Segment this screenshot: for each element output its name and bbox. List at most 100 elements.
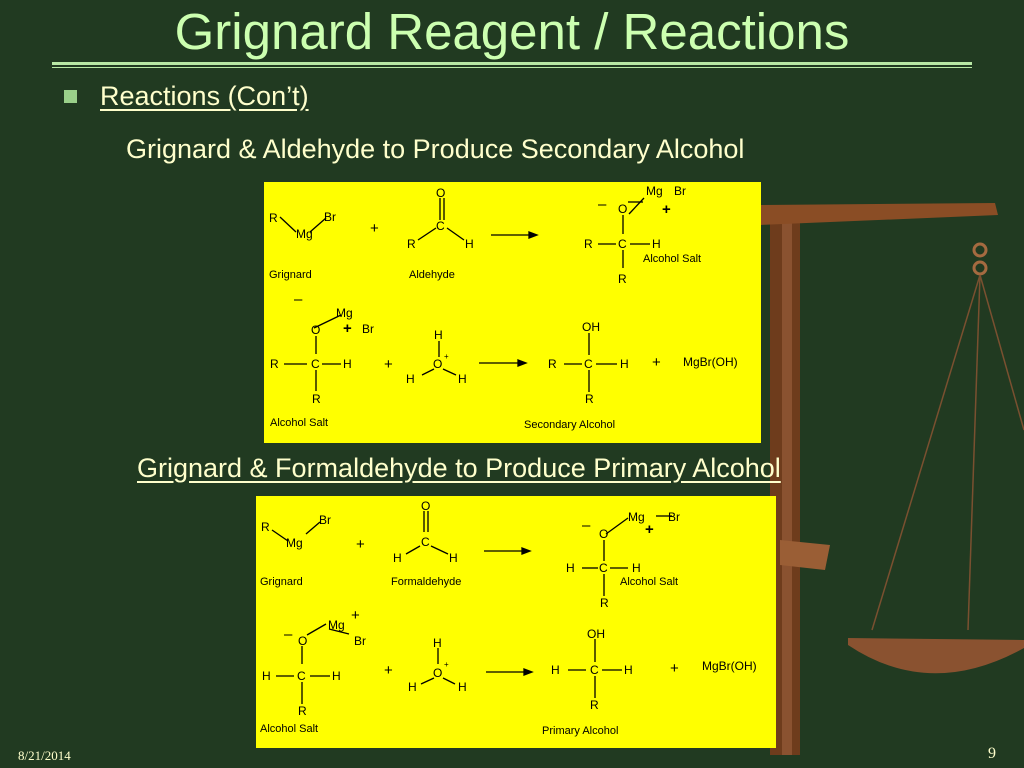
atom-br: Br bbox=[324, 210, 336, 224]
byproduct-mgbroh: MgBr(OH) bbox=[683, 355, 738, 369]
minus-sign: – bbox=[294, 291, 303, 308]
atom-o: O bbox=[599, 527, 608, 541]
atom-o: O bbox=[421, 499, 430, 513]
atom-br: Br bbox=[362, 322, 374, 336]
atom-r: R bbox=[548, 357, 557, 371]
atom-r: R bbox=[584, 237, 593, 251]
atom-br: Br bbox=[354, 634, 366, 648]
atom-h: H bbox=[458, 372, 467, 386]
atom-r: R bbox=[269, 211, 278, 225]
atom-h: H bbox=[434, 328, 443, 342]
atom-mg: Mg bbox=[646, 184, 663, 198]
label-formaldehyde: Formaldehyde bbox=[391, 576, 461, 588]
atom-h: H bbox=[551, 663, 560, 677]
plus-sign: + bbox=[370, 220, 379, 237]
atom-h: H bbox=[262, 669, 271, 683]
plus-sign: + bbox=[384, 662, 393, 679]
plus-sign: + bbox=[652, 354, 661, 371]
title-divider bbox=[52, 62, 972, 65]
label-alcohol-salt: Alcohol Salt bbox=[643, 253, 701, 265]
atom-h: H bbox=[343, 357, 352, 371]
charge-plus: + bbox=[444, 352, 449, 361]
charge-plus: + bbox=[444, 660, 449, 669]
minus-sign: – bbox=[598, 196, 607, 213]
scale-pan bbox=[848, 638, 1024, 674]
atom-o: O bbox=[433, 666, 442, 680]
slide-title: Grignard Reagent / Reactions bbox=[174, 3, 850, 60]
title-divider-thin bbox=[52, 67, 972, 68]
minus-sign: – bbox=[284, 626, 293, 643]
plus-sign: + bbox=[662, 201, 671, 218]
plus-sign: + bbox=[351, 607, 360, 624]
atom-o: O bbox=[298, 634, 307, 648]
atom-r: R bbox=[600, 596, 609, 610]
label-secondary-alcohol: Secondary Alcohol bbox=[524, 419, 615, 431]
atom-oh: OH bbox=[587, 627, 605, 641]
atom-o: O bbox=[436, 186, 445, 200]
reaction-panel-formaldehyde: R Mg Br + O C H H Grignard Formaldehyde … bbox=[256, 496, 776, 748]
atom-r: R bbox=[270, 357, 279, 371]
atom-h: H bbox=[449, 551, 458, 565]
atom-h: H bbox=[566, 561, 575, 575]
atom-h: H bbox=[465, 237, 474, 251]
slide-date: 8/21/2014 bbox=[18, 748, 71, 763]
atom-r: R bbox=[407, 237, 416, 251]
atom-h: H bbox=[332, 669, 341, 683]
label-grignard: Grignard bbox=[269, 269, 312, 281]
label-alcohol-salt: Alcohol Salt bbox=[270, 417, 328, 429]
plus-sign: + bbox=[343, 320, 352, 337]
atom-mg: Mg bbox=[328, 618, 345, 632]
atom-h: H bbox=[408, 680, 417, 694]
atom-oh: OH bbox=[582, 320, 600, 334]
atom-h: H bbox=[632, 561, 641, 575]
atom-c: C bbox=[599, 561, 608, 575]
atom-r: R bbox=[618, 272, 627, 286]
label-grignard: Grignard bbox=[260, 576, 303, 588]
bullet-reactions-link[interactable]: Reactions (Con’t) bbox=[100, 81, 309, 111]
atom-c: C bbox=[584, 357, 593, 371]
atom-h: H bbox=[620, 357, 629, 371]
atom-r: R bbox=[312, 392, 321, 406]
atom-h: H bbox=[458, 680, 467, 694]
atom-br: Br bbox=[674, 184, 686, 198]
subheading-primary-alcohol[interactable]: Grignard & Formaldehyde to Produce Prima… bbox=[137, 453, 781, 483]
plus-sign: + bbox=[670, 660, 679, 677]
atom-h: H bbox=[406, 372, 415, 386]
atom-c: C bbox=[436, 219, 445, 233]
formaldehyde-reaction-diagram: R Mg Br + O C H H Grignard Formaldehyde … bbox=[260, 499, 757, 737]
aldehyde-reaction-diagram: R Mg Br + O C R H Grignard Aldehyde – O … bbox=[269, 184, 738, 431]
label-alcohol-salt: Alcohol Salt bbox=[260, 723, 318, 735]
subheading-secondary-alcohol: Grignard & Aldehyde to Produce Secondary… bbox=[126, 134, 745, 164]
atom-o: O bbox=[311, 323, 320, 337]
label-aldehyde: Aldehyde bbox=[409, 269, 455, 281]
label-primary-alcohol: Primary Alcohol bbox=[542, 725, 618, 737]
byproduct-mgbroh: MgBr(OH) bbox=[702, 659, 757, 673]
plus-sign: + bbox=[645, 521, 654, 538]
atom-r: R bbox=[585, 392, 594, 406]
plus-sign: + bbox=[384, 356, 393, 373]
atom-c: C bbox=[618, 237, 627, 251]
label-alcohol-salt: Alcohol Salt bbox=[620, 576, 678, 588]
scale-beam bbox=[760, 203, 998, 225]
reaction-panel-aldehyde: R Mg Br + O C R H Grignard Aldehyde – O … bbox=[264, 182, 761, 443]
atom-mg: Mg bbox=[336, 306, 353, 320]
atom-h: H bbox=[393, 551, 402, 565]
atom-c: C bbox=[590, 663, 599, 677]
minus-sign: – bbox=[582, 517, 591, 534]
atom-c: C bbox=[421, 535, 430, 549]
atom-mg: Mg bbox=[286, 536, 303, 550]
atom-br: Br bbox=[668, 510, 680, 524]
atom-c: C bbox=[297, 669, 306, 683]
slide-page-number: 9 bbox=[988, 745, 996, 762]
plus-sign: + bbox=[356, 536, 365, 553]
atom-r: R bbox=[261, 520, 270, 534]
atom-r: R bbox=[590, 698, 599, 712]
atom-o: O bbox=[433, 357, 442, 371]
atom-c: C bbox=[311, 357, 320, 371]
atom-h: H bbox=[433, 636, 442, 650]
atom-o: O bbox=[618, 202, 627, 216]
atom-br: Br bbox=[319, 513, 331, 527]
atom-h: H bbox=[652, 237, 661, 251]
atom-mg: Mg bbox=[628, 510, 645, 524]
bullet-marker bbox=[64, 90, 77, 103]
